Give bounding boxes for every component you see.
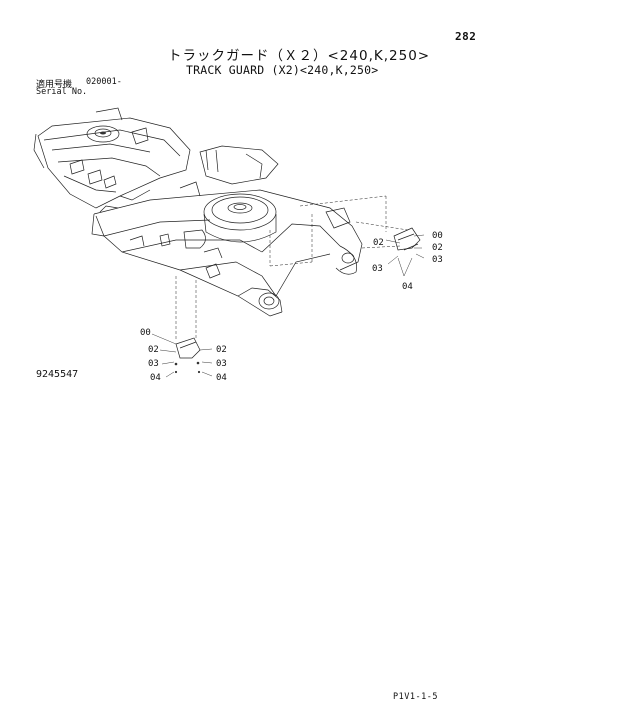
callout-left-03-left: 03: [148, 359, 159, 369]
page-title-japanese: トラックガード（Ｘ２）<240,K,250>: [168, 48, 431, 64]
callout-left-03-right: 03: [216, 359, 227, 369]
page-number: 282: [455, 30, 477, 43]
leader-lines: [175, 195, 409, 340]
callout-left-04-left: 04: [150, 373, 161, 383]
serial-number-value: 020001-: [86, 77, 122, 87]
callout-right-02-right: 02: [432, 243, 443, 253]
callout-right-00: 00: [432, 231, 443, 241]
serial-label-japanese: 適用号機: [36, 80, 73, 90]
footer-code: P1V1-1-5: [393, 692, 438, 702]
callout-left-02-right: 02: [216, 345, 227, 355]
center-frame: [91, 145, 363, 317]
figure-number: 9245547: [36, 369, 79, 380]
serial-label-english: Serial No.: [36, 87, 88, 97]
page-title-english: TRACK GUARD (X2)<240,K,250>: [186, 63, 379, 77]
callout-left-00: 00: [140, 328, 151, 338]
callout-left-02-left: 02: [148, 345, 159, 355]
callout-right-03-right: 03: [432, 255, 443, 265]
callout-right-03-left: 03: [372, 264, 383, 274]
callout-left-04-right: 04: [216, 373, 227, 383]
right-track-guard: [385, 227, 425, 277]
callout-right-04: 04: [402, 282, 413, 292]
left-track-guard: [151, 333, 213, 378]
callout-right-02-left: 02: [373, 238, 384, 248]
front-track-arm: [33, 107, 191, 209]
